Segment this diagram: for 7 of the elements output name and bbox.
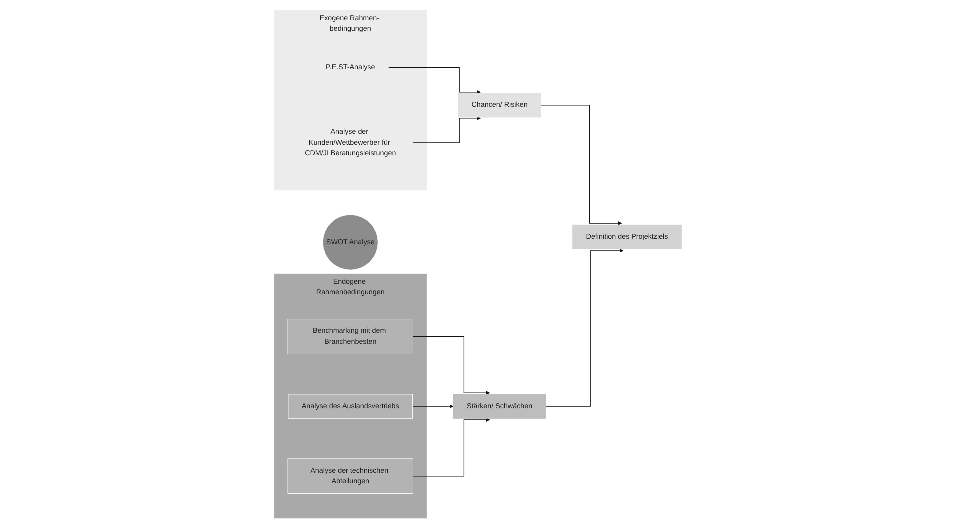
arrow <box>540 105 622 226</box>
arrow <box>546 248 624 407</box>
arrow <box>412 404 454 409</box>
arrow <box>412 418 490 477</box>
arrow <box>412 116 481 144</box>
arrow <box>388 68 481 94</box>
arrow <box>412 336 490 396</box>
